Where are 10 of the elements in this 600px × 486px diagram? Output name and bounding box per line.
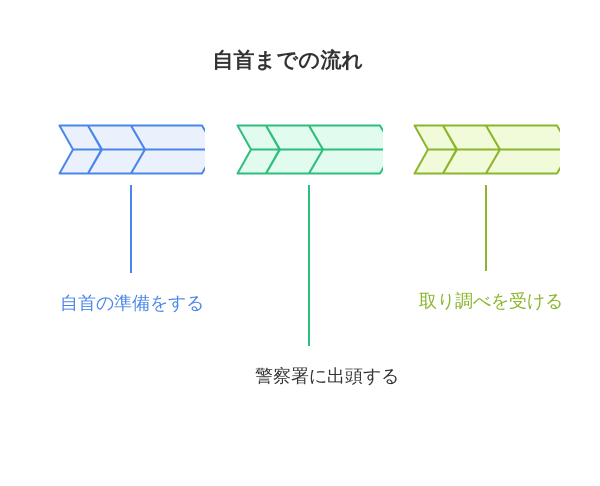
- step-label: 警察署に出頭する: [255, 366, 399, 388]
- title: 自首までの流れ: [212, 47, 364, 74]
- step-label: 自首の準備をする: [60, 293, 204, 315]
- chevron-drawing: [58, 124, 205, 175]
- chevron-drawing: [236, 124, 383, 175]
- step-label: 取り調べを受ける: [419, 291, 563, 313]
- leader-line: [485, 185, 487, 271]
- leader-line: [308, 185, 310, 346]
- leader-line: [130, 185, 132, 273]
- chevron-drawing: [413, 124, 560, 175]
